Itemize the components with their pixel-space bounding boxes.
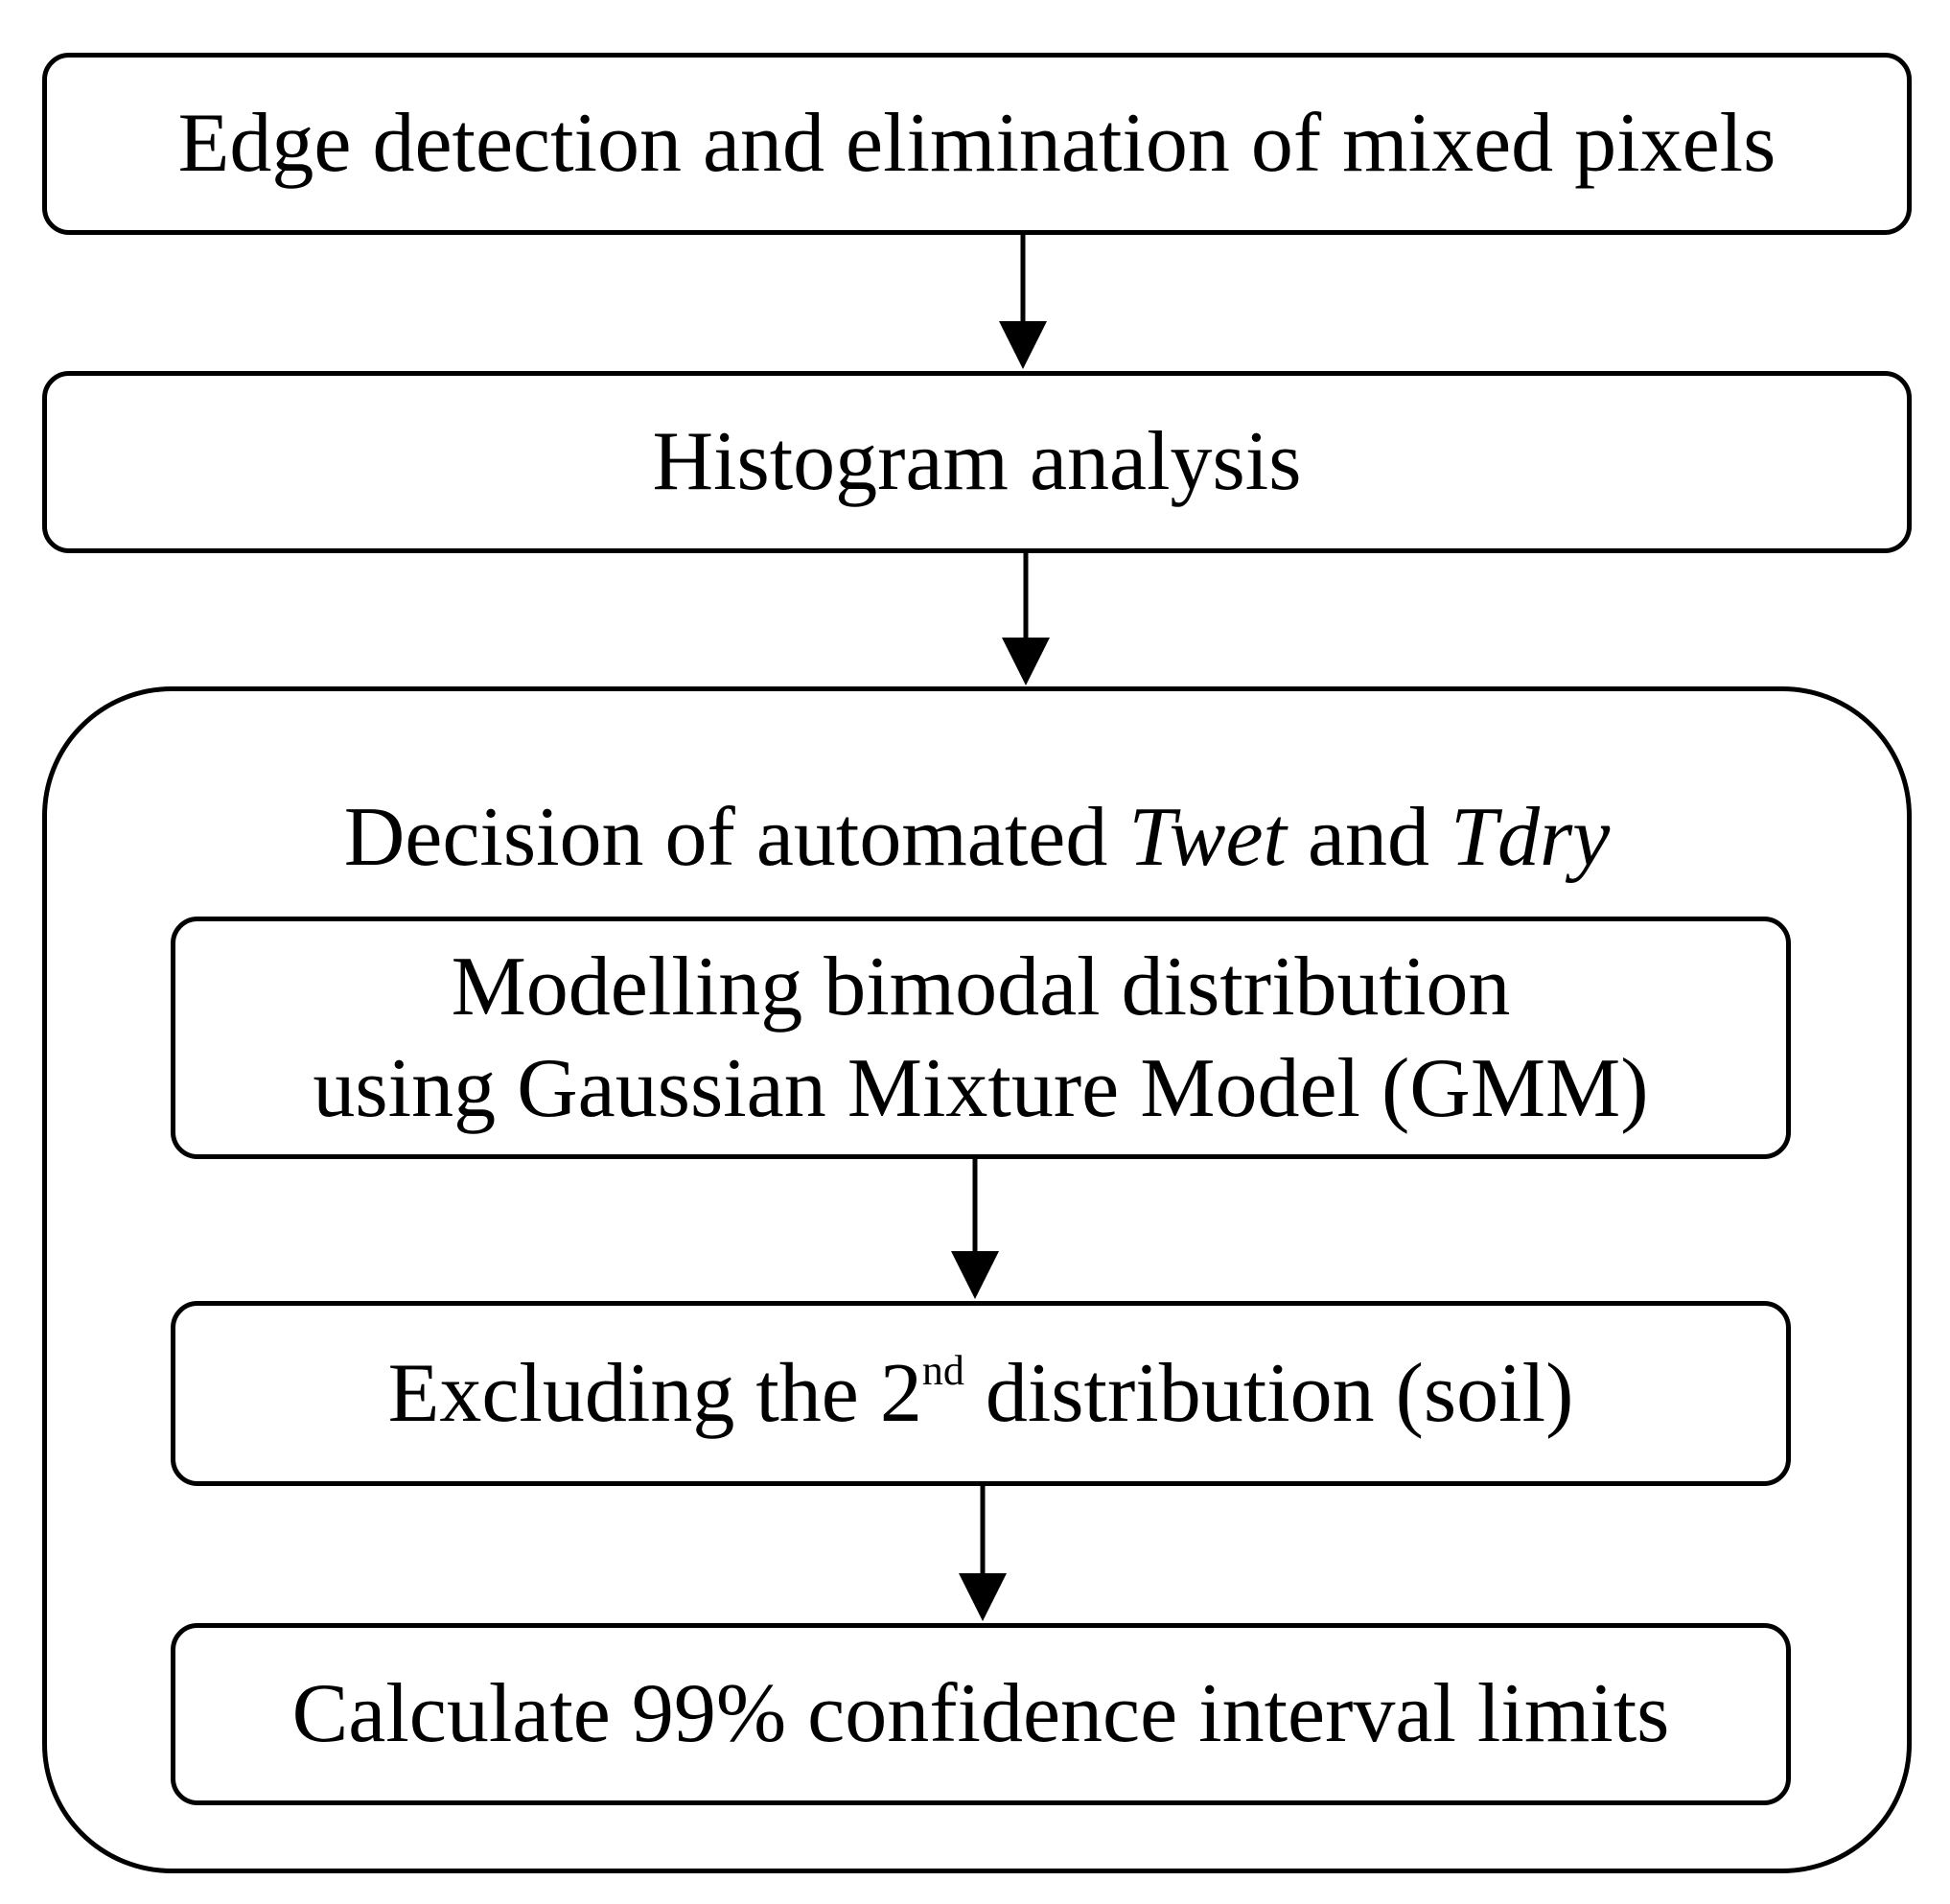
gmm-line-2: using Gaussian Mixture Model (GMM) [313,1041,1649,1135]
edge-detection-label: Edge detection and elimination of mixed … [177,97,1776,191]
confidence-interval-box: Calculate 99% confidence interval limits [171,1623,1791,1805]
arrow-2-head [1002,638,1050,685]
tdry-label: Tdry [1451,791,1611,884]
edge-detection-box: Edge detection and elimination of mixed … [42,53,1912,235]
twet-label: Twet [1128,791,1287,884]
gmm-modelling-box: Modelling bimodal distribution using Gau… [171,917,1791,1159]
exclude-distribution-box: Excluding the 2nd distribution (soil) [171,1301,1791,1486]
histogram-analysis-label: Histogram analysis [652,415,1302,509]
decision-title: Decision of automated Twet and Tdry [47,787,1907,889]
exclude-superscript: nd [921,1347,964,1395]
exclude-suffix: distribution (soil) [963,1346,1574,1440]
gmm-modelling-text: Modelling bimodal distribution using Gau… [313,937,1648,1139]
arrow-1-head [999,321,1047,369]
exclude-prefix: Excluding the 2 [387,1346,922,1440]
histogram-analysis-box: Histogram analysis [42,371,1912,553]
decision-title-prefix: Decision of automated [343,791,1129,884]
decision-title-and: and [1286,791,1451,884]
exclude-distribution-text: Excluding the 2nd distribution (soil) [388,1343,1574,1445]
arrow-3-head [951,1251,999,1299]
gmm-line-1: Modelling bimodal distribution [451,940,1511,1033]
confidence-interval-label: Calculate 99% confidence interval limits [291,1667,1670,1761]
arrow-4-head [959,1573,1007,1621]
